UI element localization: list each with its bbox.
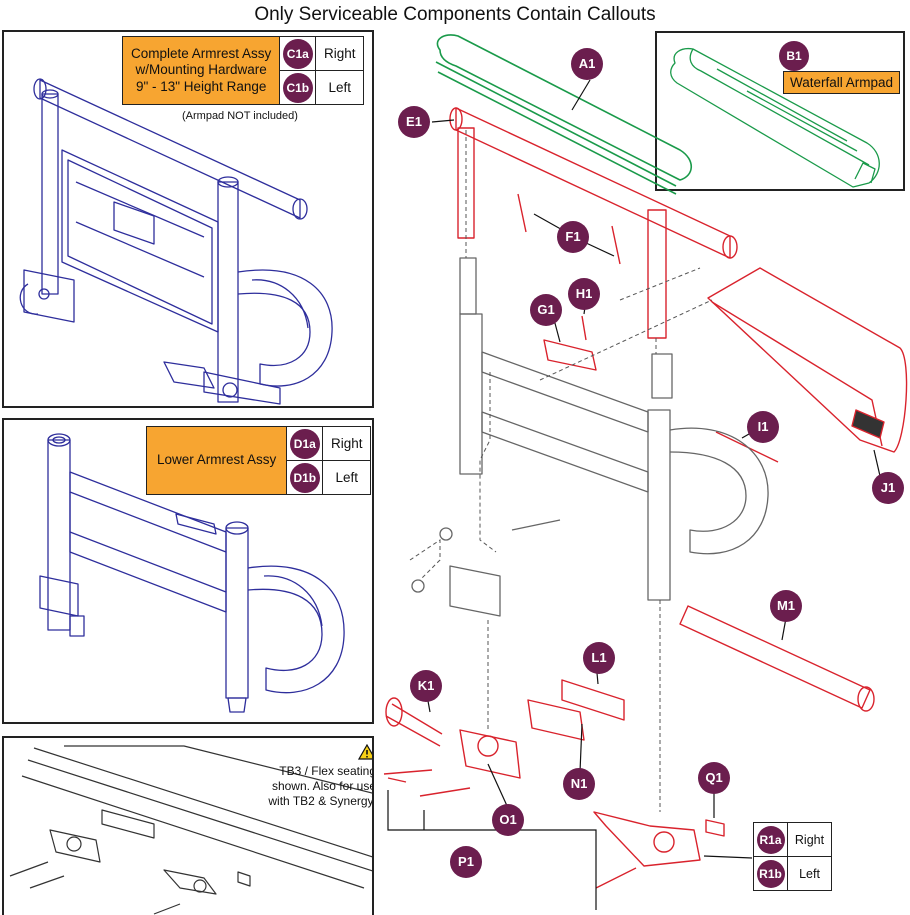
- callout-c1a: C1a: [282, 38, 313, 69]
- callout-j1: J1: [872, 472, 904, 504]
- armpad-note: (Armpad NOT included): [182, 110, 298, 122]
- mount-clamp-label-table: R1a Right R1b Left: [753, 822, 832, 891]
- callout-o1: O1: [492, 804, 524, 836]
- lower-frame-part: [411, 257, 769, 617]
- callout-g1: G1: [530, 294, 562, 326]
- waterfall-armpad-panel: B1Waterfall Armpad: [655, 31, 905, 191]
- callout-r1b: R1b: [756, 859, 785, 888]
- warning-icon: [358, 744, 372, 760]
- callout-c1b: C1b: [282, 72, 313, 103]
- callout-d1a: D1a: [289, 428, 320, 459]
- r1a-side: Right: [787, 822, 832, 857]
- callout-e1: E1: [398, 106, 430, 138]
- lower-armrest-drawing: [39, 433, 345, 713]
- callout-l1: L1: [583, 642, 615, 674]
- lower-armrest-description: Lower Armrest Assy: [145, 426, 288, 495]
- lower-armrest-panel: Lower Armrest Assy D1a Right D1b Left: [2, 418, 374, 724]
- tb3-compatibility-note: TB3 / Flex seating shown. Also for use w…: [250, 744, 372, 809]
- callout-d1b: D1b: [289, 462, 320, 493]
- upper-tube-part: [383, 107, 908, 889]
- callout-h1: H1: [568, 278, 600, 310]
- waterfall-armpad-label: B1Waterfall Armpad: [779, 41, 903, 94]
- lower-armrest-label-table: Lower Armrest Assy D1a Right D1b Left: [145, 426, 372, 495]
- d1a-side: Right: [322, 426, 372, 461]
- armpad-part: [435, 34, 693, 195]
- callout-f1: F1: [557, 221, 589, 253]
- complete-armrest-label-table: Complete Armrest Assy w/Mounting Hardwar…: [121, 36, 365, 105]
- c1b-side: Left: [315, 70, 365, 105]
- complete-armrest-description: Complete Armrest Assy w/Mounting Hardwar…: [121, 36, 281, 105]
- callout-k1: K1: [410, 670, 442, 702]
- tb3-seating-panel: TB3 / Flex seating shown. Also for use w…: [2, 736, 374, 915]
- callout-p1: P1: [450, 846, 482, 878]
- waterfall-armpad-drawing: [670, 47, 880, 188]
- waterfall-armpad-name: Waterfall Armpad: [783, 71, 901, 94]
- callout-m1: M1: [770, 590, 802, 622]
- c1a-side: Right: [315, 36, 365, 71]
- tb3-seating-drawing: [9, 745, 372, 915]
- callout-r1a: R1a: [756, 825, 785, 854]
- callout-n1: N1: [563, 768, 595, 800]
- callout-b1: B1: [779, 41, 809, 71]
- complete-armrest-drawing: [19, 78, 333, 405]
- callout-a1: A1: [571, 48, 603, 80]
- leader-lines: [387, 79, 881, 910]
- alignment-lines: [409, 130, 713, 812]
- callout-q1: Q1: [698, 762, 730, 794]
- d1b-side: Left: [322, 460, 372, 495]
- r1b-side: Left: [787, 856, 832, 891]
- page-title: Only Serviceable Components Contain Call…: [254, 4, 656, 25]
- complete-armrest-panel: Complete Armrest Assy w/Mounting Hardwar…: [2, 30, 374, 408]
- callout-i1: I1: [747, 411, 779, 443]
